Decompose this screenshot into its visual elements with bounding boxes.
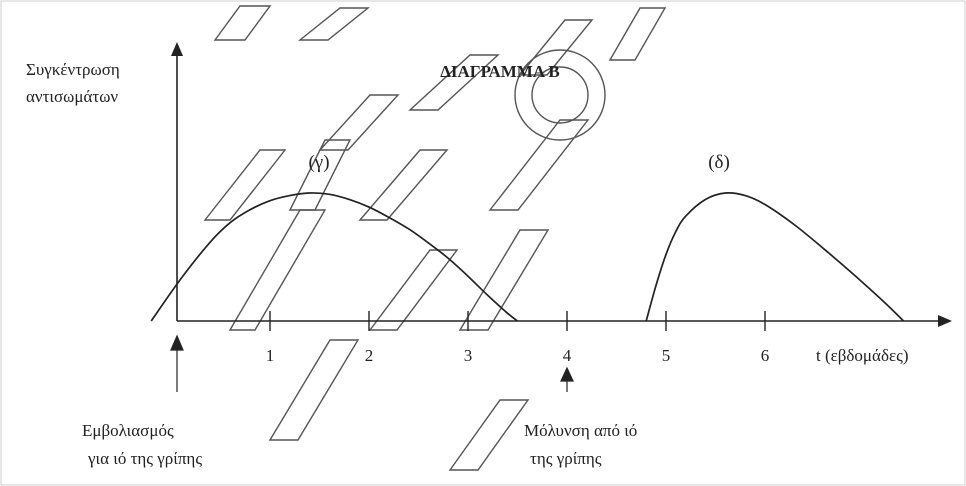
vaccination-annotation-line-2: για ιό της γρίπης xyxy=(87,449,202,468)
axes xyxy=(171,42,952,327)
x-ticks: 1 2 3 4 5 6 xyxy=(266,311,770,365)
y-axis-label-line-1: Συγκέντρωση xyxy=(26,60,120,79)
infection-arrow xyxy=(560,366,574,392)
annotation-arrows xyxy=(170,334,574,392)
x-tick-label: 4 xyxy=(563,346,572,365)
y-axis-arrowhead xyxy=(171,42,183,56)
x-axis-label: t (εβδομάδες) xyxy=(816,346,909,365)
vaccination-arrow xyxy=(170,334,184,392)
x-tick-label: 1 xyxy=(266,346,275,365)
infection-annotation-line-2: της γρίπης xyxy=(530,449,602,468)
x-tick-label: 5 xyxy=(662,346,671,365)
x-tick-label: 2 xyxy=(365,346,374,365)
series-label-delta: (δ) xyxy=(708,152,730,173)
infection-annotation-line-1: Μόλυνση από ιό xyxy=(524,421,637,440)
chart-title: ΔΙΑΓΡΑΜΜΑ Β xyxy=(440,62,560,81)
x-axis-arrowhead xyxy=(938,315,952,327)
vaccination-annotation-line-1: Εμβολιασμός xyxy=(82,421,174,440)
series-label-gamma: (γ) xyxy=(308,152,329,173)
x-tick-label: 6 xyxy=(761,346,770,365)
curves xyxy=(150,191,905,322)
x-tick-label: 3 xyxy=(464,346,473,365)
y-axis-label-line-2: αντισωμάτων xyxy=(26,87,118,106)
series-line-1 xyxy=(645,191,905,322)
series-line-0 xyxy=(150,192,519,322)
watermark xyxy=(203,5,667,471)
